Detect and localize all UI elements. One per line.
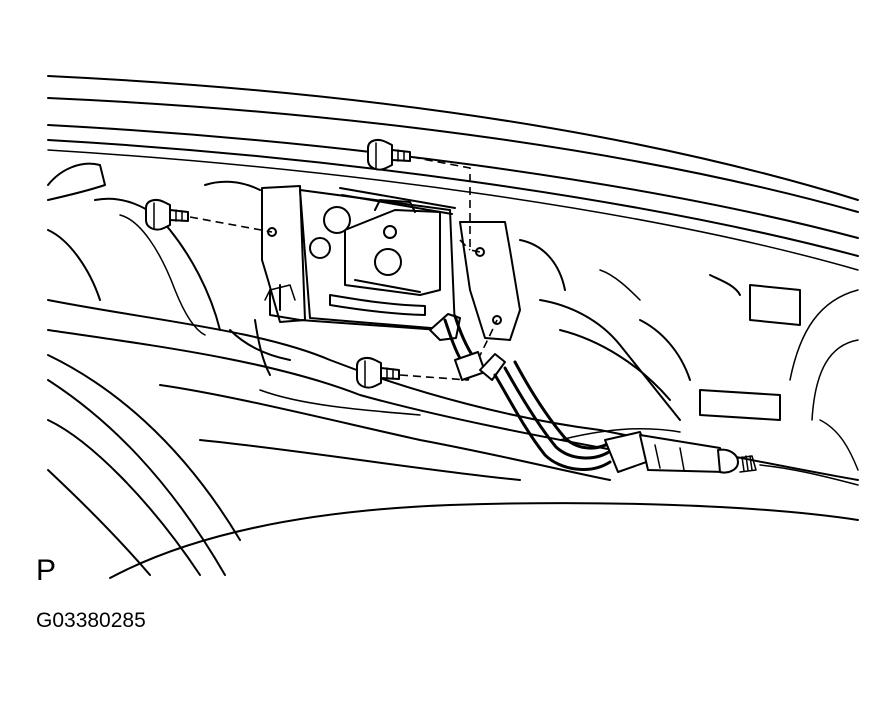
bolt-left-icon: [145, 199, 189, 231]
view-letter-label: P: [36, 554, 57, 587]
wire-harness-connector-icon: [443, 314, 859, 486]
bolt-upper-icon: [367, 139, 411, 171]
mounting-holes: [267, 227, 502, 325]
reinforcement-panel: [47, 162, 801, 421]
hood-panel-edge: [47, 75, 859, 271]
bolt-lower-icon: [356, 357, 400, 389]
figure-id-label: G03380285: [36, 609, 146, 632]
hood-lock-latch: [261, 185, 521, 341]
